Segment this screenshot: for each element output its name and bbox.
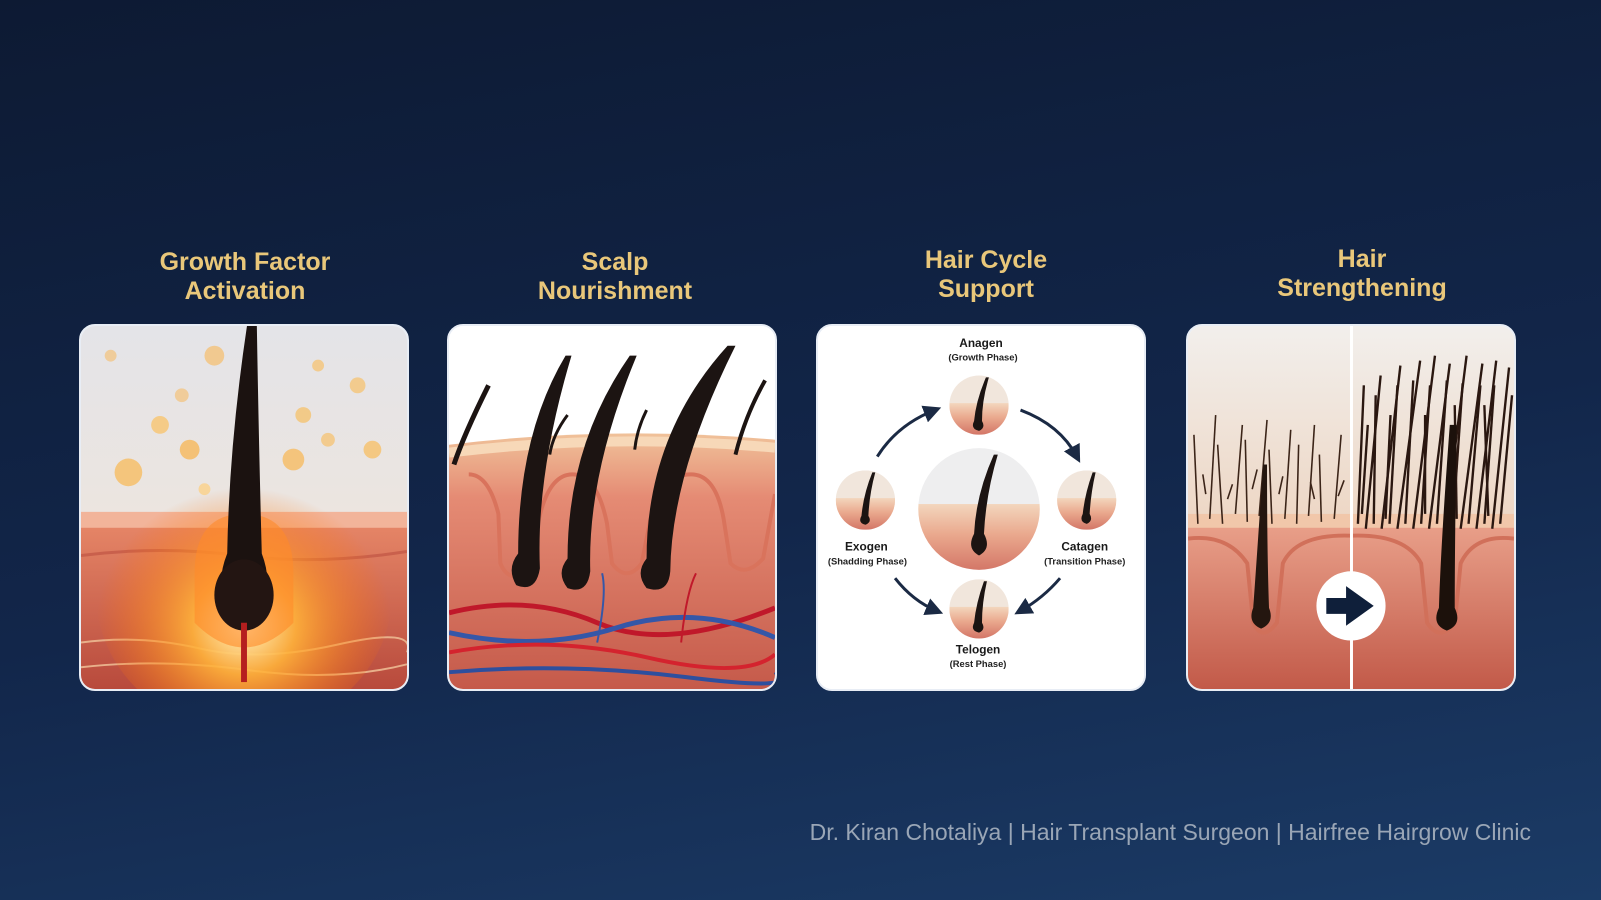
card-title-hair-strengthening: Hair Strengthening — [1195, 245, 1529, 303]
cycle-arrow-icon — [876, 405, 942, 458]
hair-cycle-diagram: Anagen (Growth Phase) Exogen (Shadding P… — [816, 324, 1146, 691]
growth-factor-svg — [81, 326, 407, 689]
scalp-nourishment-svg — [449, 326, 775, 689]
title-line-1: Growth Factor — [159, 248, 331, 276]
catagen-sub-label: (Transition Phase) — [1044, 555, 1125, 566]
exogen-label: Exogen — [845, 540, 888, 554]
title-line-2: Strengthening — [1277, 274, 1447, 302]
arrow-right-icon — [1326, 586, 1374, 626]
card-title-scalp-nourishment: Scalp Nourishment — [448, 248, 782, 306]
title-line-1: Scalp — [581, 248, 649, 276]
title-line-1: Hair — [1337, 245, 1387, 273]
hair-cycle-svg: Anagen (Growth Phase) Exogen (Shadding P… — [818, 326, 1144, 689]
title-line-2: Support — [938, 275, 1034, 303]
cycle-arrow-icon — [893, 577, 944, 615]
card-title-hair-cycle: Hair Cycle Support — [819, 246, 1153, 304]
hair-strengthening-svg — [1188, 326, 1514, 689]
exogen-sub-label: (Shadding Phase) — [828, 555, 907, 566]
telogen-sub-label: (Rest Phase) — [950, 658, 1007, 669]
anagen-label: Anagen — [959, 336, 1002, 350]
title-line-2: Nourishment — [537, 277, 693, 305]
anagen-sub-label: (Growth Phase) — [948, 352, 1017, 363]
growth-factor-illustration — [79, 324, 409, 691]
cycle-arrow-icon — [1014, 577, 1062, 615]
card-title-growth-factor: Growth Factor Activation — [78, 248, 412, 306]
scalp-nourishment-illustration — [447, 324, 777, 691]
title-line-2: Activation — [184, 277, 306, 305]
footer-credit: Dr. Kiran Chotaliya | Hair Transplant Su… — [809, 819, 1531, 845]
cycle-arrow-icon — [1019, 408, 1081, 463]
catagen-label: Catagen — [1061, 540, 1108, 554]
title-line-1: Hair Cycle — [924, 246, 1048, 274]
hair-strengthening-illustration — [1186, 324, 1516, 691]
telogen-label: Telogen — [956, 642, 1001, 656]
